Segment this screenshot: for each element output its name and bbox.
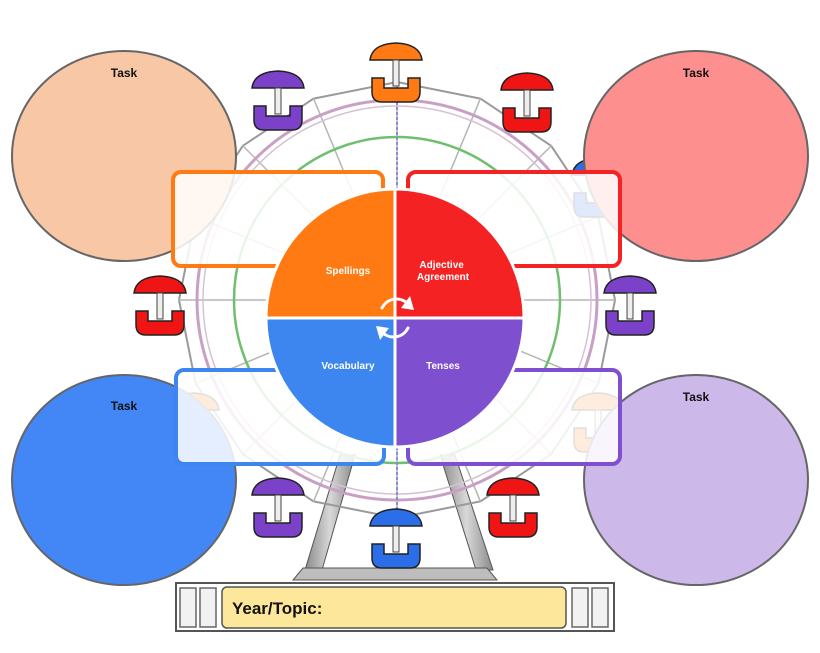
task-label: Task [111, 399, 138, 413]
quadrant-tenses [393, 316, 526, 449]
quadrant-label-adjective-agreement: Adjective Agreement [417, 260, 470, 283]
year-topic-label: Year/Topic: [232, 599, 322, 618]
quadrant-label-spellings: Spellings [326, 266, 371, 277]
quadrant-adjective-agreement [393, 187, 526, 320]
cabin [369, 508, 423, 569]
quadrant-spellings [264, 187, 397, 320]
cabin [369, 42, 423, 103]
year-topic-bar: Year/Topic: [175, 582, 615, 632]
cycle-arrows-icon [376, 296, 414, 340]
task-label: Task [683, 66, 710, 80]
task-label: Task [111, 66, 138, 80]
cabin [251, 477, 305, 538]
quadrant-vocabulary [264, 316, 397, 449]
topic-hub: Spellings Adjective Agreement Vocabulary… [264, 187, 526, 449]
quadrant-label-vocabulary: Vocabulary [321, 361, 375, 372]
quadrant-label-tenses: Tenses [426, 361, 460, 372]
cabin [251, 70, 305, 131]
year-topic-field[interactable] [221, 586, 567, 629]
task-label: Task [683, 390, 710, 404]
cabin [603, 275, 657, 336]
cabin [486, 477, 540, 538]
task-circle-bottom-right: Task [583, 374, 809, 586]
task-circle-top-right: Task [583, 50, 809, 262]
cabin [500, 72, 554, 133]
wheel-stand [291, 454, 499, 581]
cabin [133, 275, 187, 336]
